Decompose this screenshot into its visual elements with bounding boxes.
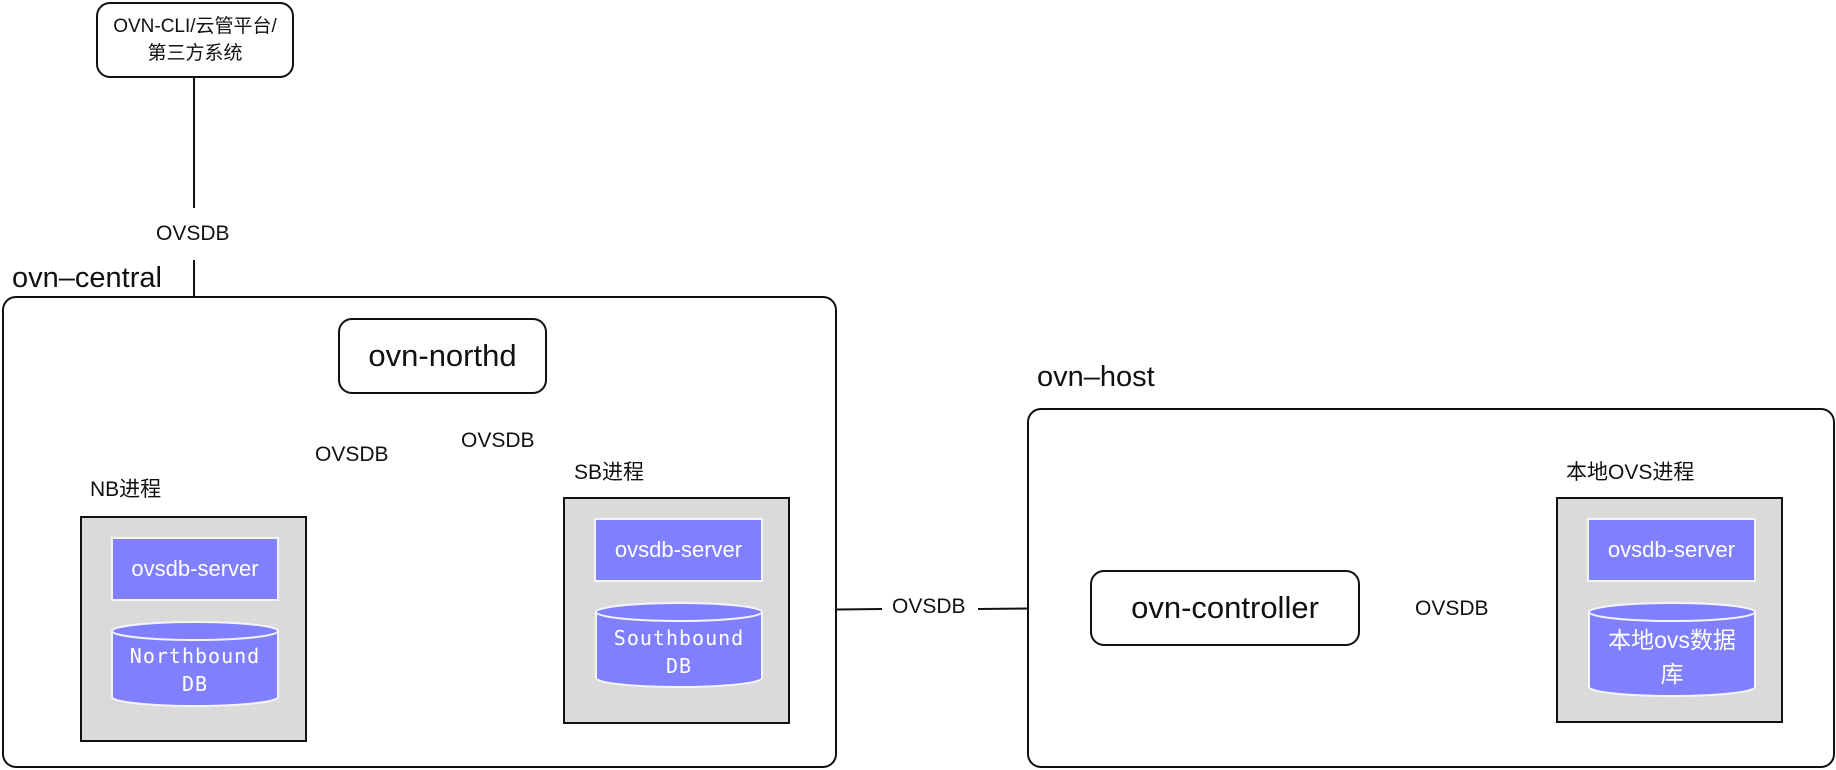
ovn-central-label: ovn–central (12, 262, 162, 294)
client-system-line1: OVN-CLI/云管平台/ (113, 16, 277, 37)
local-ovs-db-cylinder (1588, 602, 1756, 697)
local-ovs-db-line2: 库 (1660, 661, 1684, 687)
client-system-node: OVN-CLI/云管平台/ 第三方系统 (96, 2, 294, 78)
edge-label-sb-controller: OVSDB (889, 595, 969, 619)
southbound-db-line1: Southbound (613, 626, 745, 650)
nb-process-label: NB进程 (90, 478, 162, 501)
ovn-northd-node: ovn-northd (338, 318, 547, 394)
local-ovs-db-text: 本地ovs数据 库 (1587, 622, 1757, 692)
ovn-northd-label: ovn-northd (368, 338, 517, 373)
edge-label-client-nb: OVSDB (153, 222, 233, 246)
northbound-db-line2: DB (181, 672, 209, 696)
sb-ovsdb-server: ovsdb-server (594, 518, 763, 582)
local-ovs-db-line1: 本地ovs数据 (1608, 627, 1736, 653)
local-ovsdb-server-label: ovsdb-server (1607, 537, 1736, 562)
northbound-db-text: Northbound DB (110, 641, 280, 699)
sb-process-label: SB进程 (574, 461, 645, 484)
edge-label-northd-sb: OVSDB (458, 429, 538, 453)
southbound-db-line2: DB (665, 654, 693, 678)
ovn-controller-node: ovn-controller (1090, 570, 1360, 646)
local-ovsdb-server: ovsdb-server (1587, 518, 1756, 582)
nb-ovsdb-server-label: ovsdb-server (131, 556, 259, 581)
ovn-host-label: ovn–host (1037, 361, 1155, 393)
sb-ovsdb-server-label: ovsdb-server (614, 537, 743, 562)
edge-label-northd-nb: OVSDB (312, 443, 392, 467)
ovn-controller-label: ovn-controller (1131, 590, 1319, 625)
southbound-db-cylinder (595, 602, 763, 688)
local-ovs-process-label: 本地OVS进程 (1566, 461, 1695, 484)
southbound-db-text: Southbound DB (594, 623, 764, 681)
northbound-db-cylinder (111, 621, 279, 707)
edge-label-controller-local: OVSDB (1412, 597, 1492, 621)
client-system-line2: 第三方系统 (147, 43, 243, 64)
northbound-db-line1: Northbound (129, 644, 261, 668)
nb-ovsdb-server: ovsdb-server (111, 537, 279, 601)
